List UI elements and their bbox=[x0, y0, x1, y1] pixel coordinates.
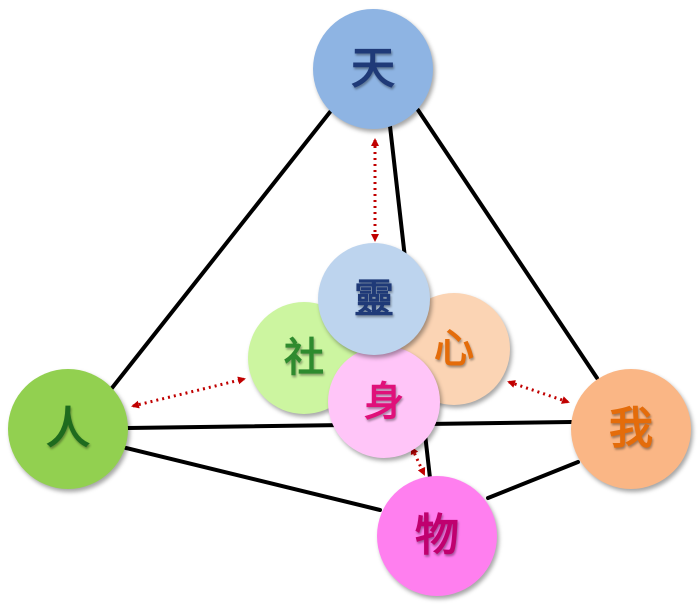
link-person-social bbox=[131, 376, 246, 409]
node-spirit: 靈 bbox=[318, 243, 430, 355]
edge-heaven-self bbox=[416, 108, 599, 380]
edge-person-thing bbox=[124, 446, 382, 512]
edge-thing-self bbox=[486, 460, 580, 500]
link-mind-self bbox=[507, 380, 570, 404]
node-person-label: 人 bbox=[46, 403, 90, 454]
node-social-label: 社 bbox=[284, 334, 324, 381]
dotted-links bbox=[131, 138, 570, 476]
node-person: 人 bbox=[8, 369, 128, 489]
node-mind-label: 心 bbox=[434, 325, 474, 372]
edge-heaven-person bbox=[110, 110, 332, 390]
node-heaven-label: 天 bbox=[351, 43, 395, 94]
node-self: 我 bbox=[571, 369, 691, 489]
node-heaven: 天 bbox=[313, 9, 433, 129]
node-spirit-label: 靈 bbox=[354, 275, 394, 322]
node-self-label: 我 bbox=[609, 403, 653, 454]
link-body-thing bbox=[410, 446, 426, 476]
node-body-label: 身 bbox=[364, 378, 404, 425]
node-thing: 物 bbox=[377, 476, 497, 596]
node-thing-label: 物 bbox=[415, 510, 459, 561]
node-body: 身 bbox=[328, 346, 440, 458]
